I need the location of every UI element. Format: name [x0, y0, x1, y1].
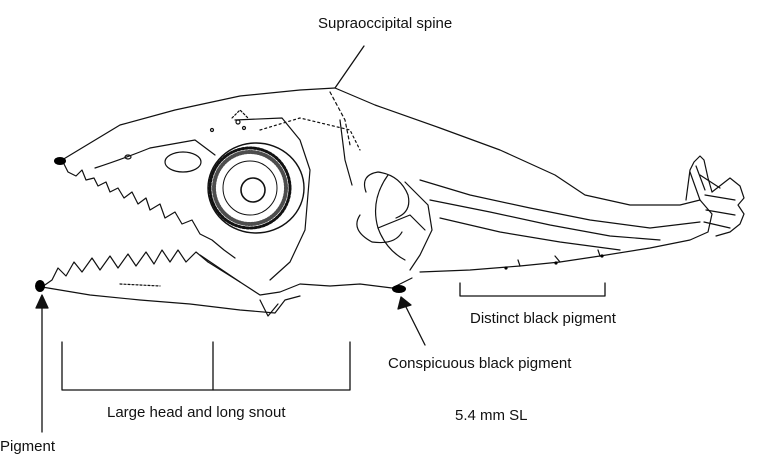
label-conspicuous-black-pigment: Conspicuous black pigment — [388, 356, 571, 371]
conspicuous-pigment — [392, 285, 406, 293]
distinct-bracket — [460, 283, 605, 296]
supraoccipital-detail — [211, 110, 249, 132]
conspicuous-arrowhead — [398, 297, 411, 309]
label-large-head-long-snout: Large head and long snout — [107, 405, 285, 420]
head-bracket — [62, 342, 350, 390]
pigment-arrowhead — [36, 295, 48, 308]
ventral-pigment-2 — [600, 254, 603, 257]
caudal-fin — [686, 156, 744, 236]
fish-body — [62, 88, 712, 295]
ventral-pigment-1 — [554, 261, 557, 264]
pigment-spots — [35, 157, 604, 293]
eye — [208, 143, 304, 233]
ventral-pigment-3 — [504, 266, 507, 269]
pointer-lines — [36, 46, 605, 432]
lower-jaw — [42, 250, 300, 316]
label-supraoccipital-spine: Supraoccipital spine — [318, 16, 452, 31]
label-distinct-black-pigment: Distinct black pigment — [470, 311, 616, 326]
label-pigment: Pigment — [0, 439, 55, 454]
nostril — [165, 152, 201, 172]
spine-pointer — [335, 46, 364, 88]
conspicuous-pointer — [405, 305, 425, 345]
snout-pigment — [54, 157, 66, 165]
upper-jaw — [62, 148, 235, 258]
label-scale: 5.4 mm SL — [455, 408, 528, 423]
lower-jaw-pigment — [35, 280, 45, 292]
